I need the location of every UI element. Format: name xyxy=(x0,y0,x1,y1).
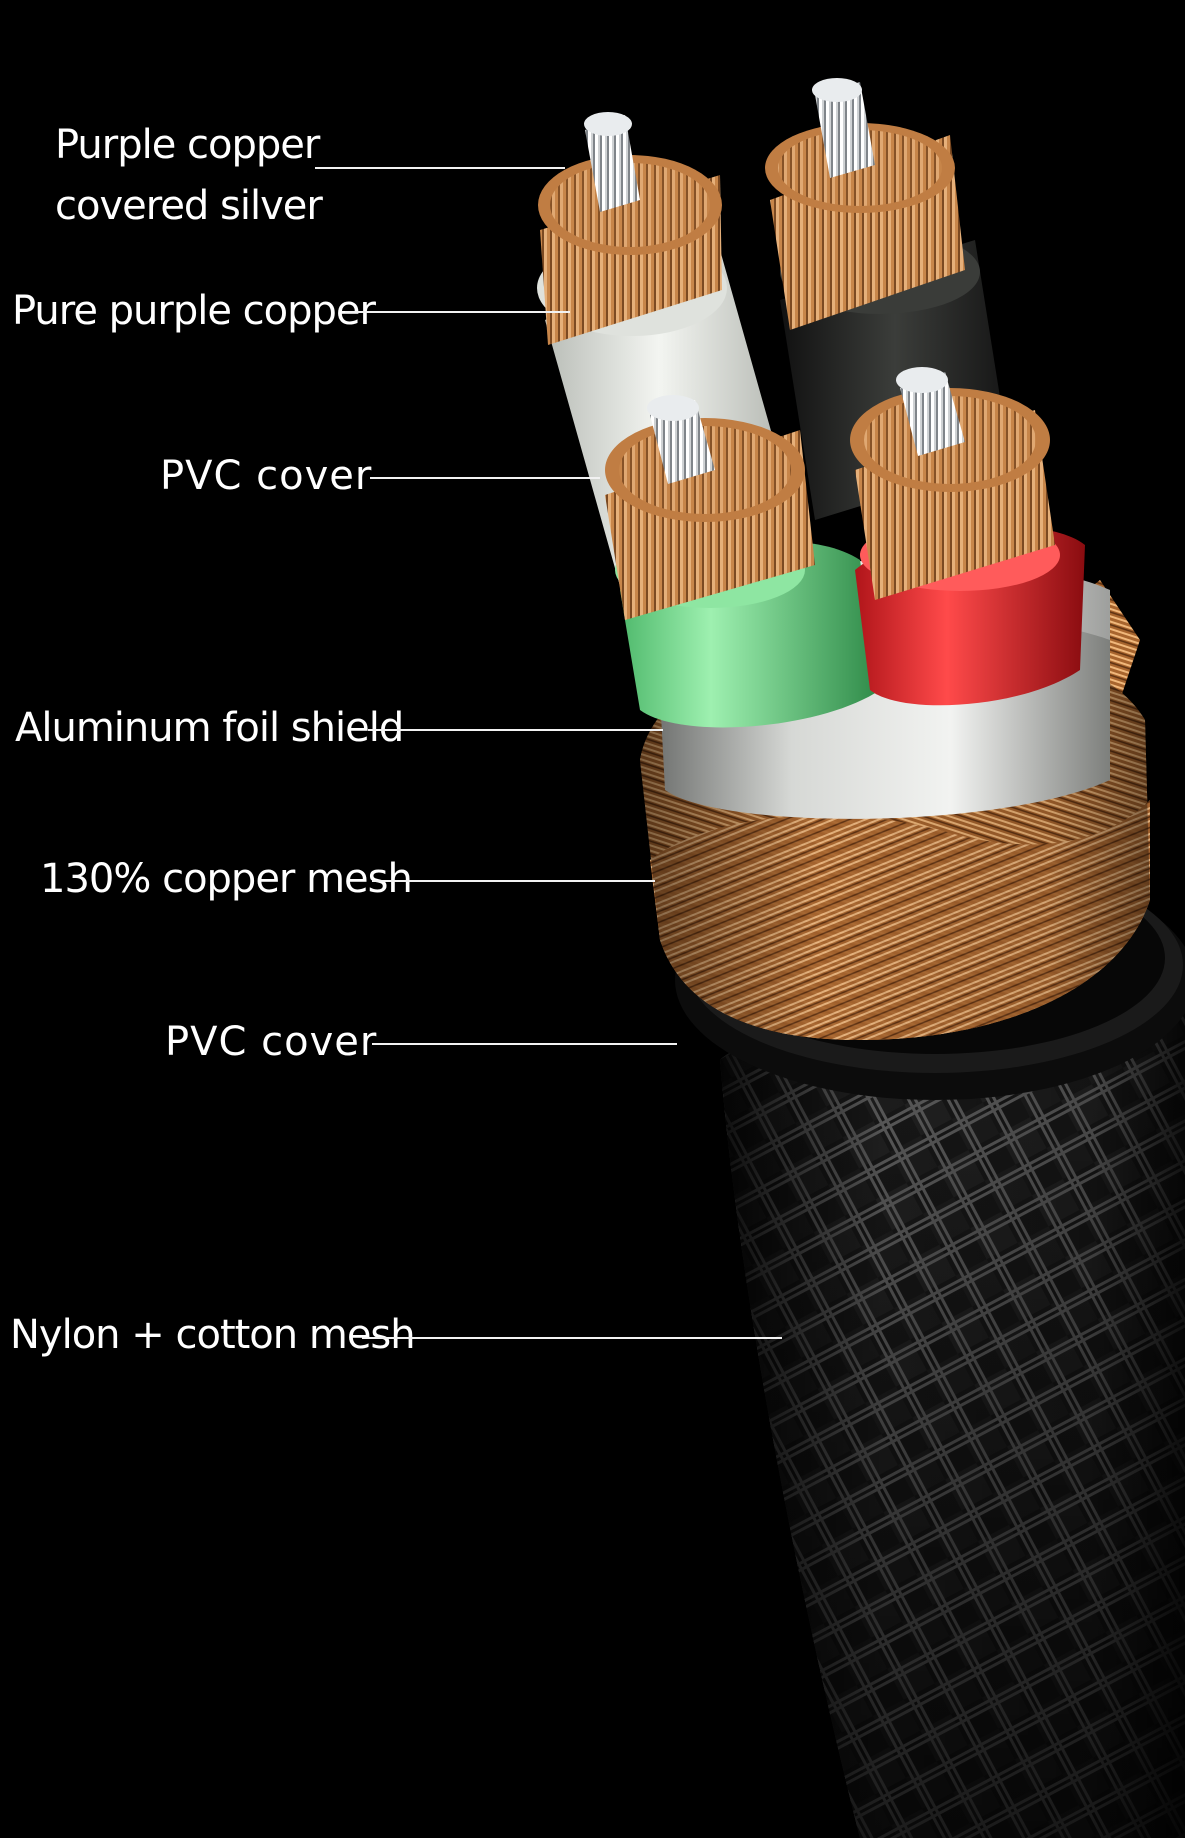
conductor-red xyxy=(850,367,1085,706)
label-conductor-core: Purple copper covered silver xyxy=(55,115,323,237)
label-inner-insulation: PVC cover xyxy=(160,446,372,507)
leader-line-outer-braid xyxy=(362,1337,782,1339)
label-line: Nylon + cotton mesh xyxy=(10,1312,416,1358)
label-line: covered silver xyxy=(55,183,323,229)
outer-braid-shape xyxy=(720,999,1185,1838)
label-copper-braid: 130% copper mesh xyxy=(40,849,413,910)
label-outer-jacket: PVC cover xyxy=(165,1012,377,1073)
label-line: 130% copper mesh xyxy=(40,856,413,902)
label-line: PVC cover xyxy=(165,1019,378,1065)
label-foil-shield: Aluminum foil shield xyxy=(15,698,404,759)
leader-line-inner-insulation xyxy=(370,477,600,479)
label-conductor-strands: Pure purple copper xyxy=(12,281,376,342)
leader-line-copper-braid xyxy=(372,880,655,882)
label-line: Purple copper xyxy=(55,122,320,168)
conductor-green xyxy=(605,395,880,728)
label-outer-braid: Nylon + cotton mesh xyxy=(10,1305,416,1366)
leader-line-outer-jacket xyxy=(372,1043,677,1045)
leader-line-conductor-core xyxy=(315,167,565,169)
leader-line-conductor-strands xyxy=(345,311,570,313)
label-line: Pure purple copper xyxy=(12,288,376,334)
conductor-black xyxy=(765,78,1010,520)
label-line: PVC cover xyxy=(160,453,373,499)
leader-line-foil-shield xyxy=(368,729,663,731)
label-line: Aluminum foil shield xyxy=(15,705,404,751)
